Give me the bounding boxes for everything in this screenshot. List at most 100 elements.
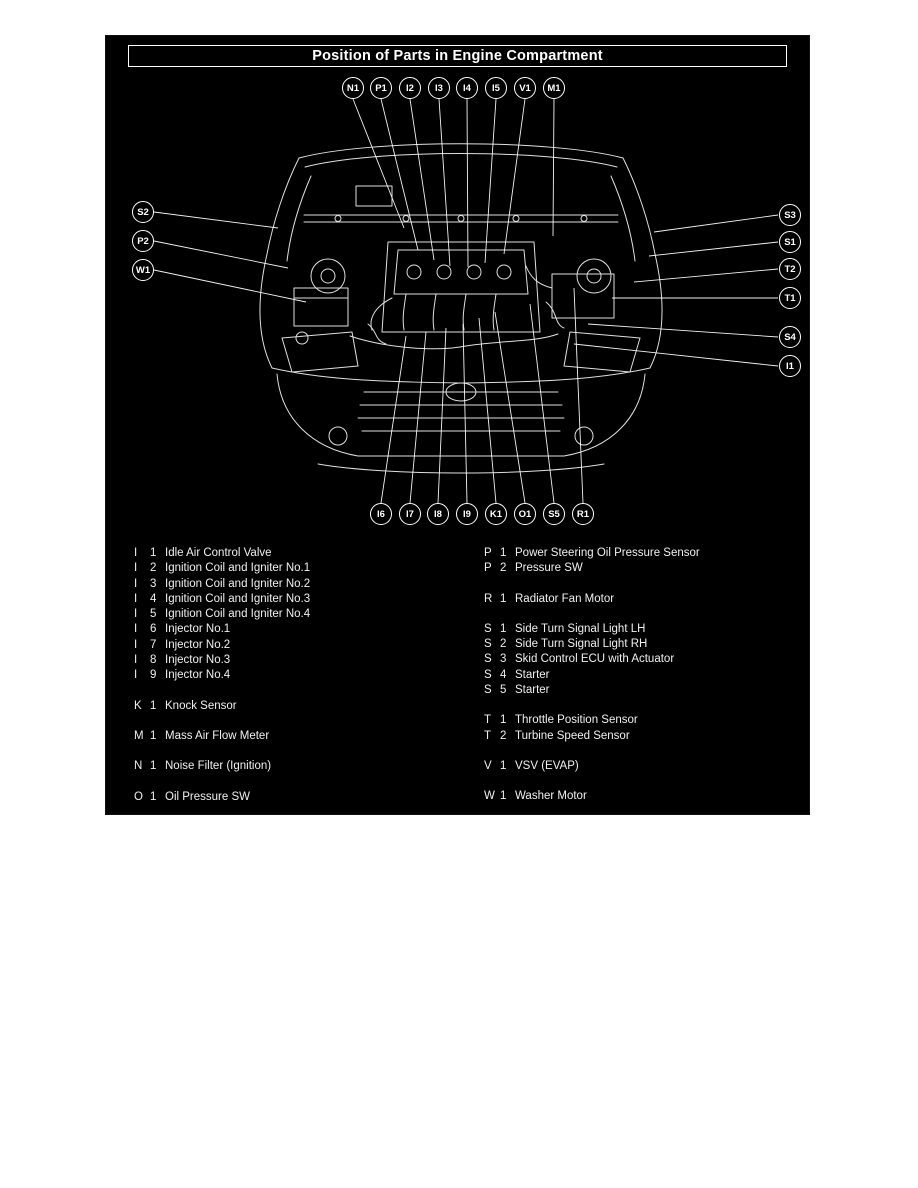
callout-label: S2 bbox=[137, 206, 149, 218]
legend-item-desc: Oil Pressure SW bbox=[165, 790, 250, 803]
legend-item-letter: N bbox=[134, 760, 143, 773]
legend-item-letter: T bbox=[484, 714, 492, 727]
legend-item-letter: S bbox=[484, 653, 492, 666]
callout-label: P2 bbox=[137, 235, 149, 247]
legend-item-number: 7 bbox=[150, 638, 157, 651]
legend-item-desc: Power Steering Oil Pressure Sensor bbox=[515, 547, 700, 559]
callout-label: I9 bbox=[463, 508, 471, 520]
legend-item-desc: Ignition Coil and Igniter No.4 bbox=[165, 608, 311, 621]
legend-item-number: 1 bbox=[500, 790, 507, 803]
callout-i5: I5 bbox=[485, 77, 507, 99]
legend-item-letter: S bbox=[484, 668, 492, 681]
callout-i1: I1 bbox=[779, 355, 801, 377]
callout-label: S3 bbox=[784, 209, 796, 221]
callout-label: S5 bbox=[548, 508, 560, 520]
legend-item-desc: Injector No.1 bbox=[165, 623, 231, 636]
legend-item-desc: Turbine Speed Sensor bbox=[515, 729, 630, 742]
legend-item-number: 4 bbox=[500, 668, 507, 681]
callout-i2: I2 bbox=[399, 77, 421, 99]
legend-item-number: 1 bbox=[150, 790, 157, 803]
callout-o1: O1 bbox=[514, 503, 536, 525]
legend-item-number: 1 bbox=[150, 760, 157, 773]
legend-item-letter: R bbox=[484, 592, 493, 605]
legend-item-number: 1 bbox=[500, 592, 507, 605]
callout-label: T1 bbox=[784, 292, 796, 304]
legend-item-desc: Washer Motor bbox=[515, 790, 587, 803]
callout-r1: R1 bbox=[572, 503, 594, 525]
legend-item-number: 2 bbox=[500, 729, 507, 742]
callout-label: I1 bbox=[786, 360, 794, 372]
callout-i6: I6 bbox=[370, 503, 392, 525]
legend-item-number: 2 bbox=[500, 638, 507, 651]
legend-item-desc: VSV (EVAP) bbox=[515, 759, 579, 772]
legend-item-letter: S bbox=[484, 622, 492, 635]
callout-label: N1 bbox=[346, 82, 360, 94]
legend-item-number: 4 bbox=[150, 592, 157, 605]
legend-item-number: 1 bbox=[150, 729, 157, 742]
page-title: Position of Parts in Engine Compartment bbox=[312, 48, 603, 64]
callout-label: M1 bbox=[547, 82, 561, 94]
legend-item-number: 1 bbox=[500, 759, 507, 772]
legend-item-letter: S bbox=[484, 684, 492, 697]
legend-item-desc: Mass Air Flow Meter bbox=[165, 729, 270, 742]
callout-i4: I4 bbox=[456, 77, 478, 99]
legend-item-letter: I bbox=[134, 623, 138, 636]
legend-item-desc: Starter bbox=[515, 668, 550, 681]
legend-item-letter: P bbox=[484, 547, 492, 559]
callout-s2: S2 bbox=[132, 201, 154, 223]
callout-m1: M1 bbox=[543, 77, 565, 99]
callout-s1: S1 bbox=[779, 231, 801, 253]
legend-item-number: 2 bbox=[500, 562, 507, 575]
callout-label: I2 bbox=[406, 82, 414, 94]
legend-item-letter: O bbox=[134, 790, 143, 803]
legend-item-desc: Ignition Coil and Igniter No.1 bbox=[165, 562, 311, 575]
legend-item-number: 9 bbox=[150, 669, 157, 682]
legend-item-letter: I bbox=[134, 669, 138, 682]
callout-k1: K1 bbox=[485, 503, 507, 525]
legend-item-number: 5 bbox=[150, 608, 157, 621]
legend-item-letter: P bbox=[484, 562, 492, 575]
callout-p2: P2 bbox=[132, 230, 154, 252]
legend-item-letter: I bbox=[134, 608, 138, 621]
title-bar: Position of Parts in Engine Compartment bbox=[128, 45, 787, 67]
legend-item-desc: Radiator Fan Motor bbox=[515, 592, 615, 605]
legend-item-number: 6 bbox=[150, 623, 157, 636]
legend-item-letter: I bbox=[134, 654, 138, 667]
engine-compartment-panel: Position of Parts in Engine Compartment bbox=[105, 35, 810, 815]
engine-compartment-drawing bbox=[153, 98, 779, 504]
legend-item-number: 5 bbox=[500, 684, 507, 697]
callout-label: P1 bbox=[375, 82, 387, 94]
legend-item-desc: Idle Air Control Valve bbox=[165, 547, 272, 559]
legend-item-desc: Side Turn Signal Light LH bbox=[515, 622, 646, 635]
legend-item-letter: V bbox=[484, 759, 492, 772]
callout-label: T2 bbox=[784, 263, 796, 275]
legend-item-desc: Skid Control ECU with Actuator bbox=[515, 653, 675, 666]
legend-item-number: 3 bbox=[500, 653, 507, 666]
legend-item-letter: I bbox=[134, 592, 138, 605]
callout-label: V1 bbox=[519, 82, 531, 94]
legend-item-desc: Side Turn Signal Light RH bbox=[515, 638, 648, 651]
callout-i8: I8 bbox=[427, 503, 449, 525]
callout-n1: N1 bbox=[342, 77, 364, 99]
